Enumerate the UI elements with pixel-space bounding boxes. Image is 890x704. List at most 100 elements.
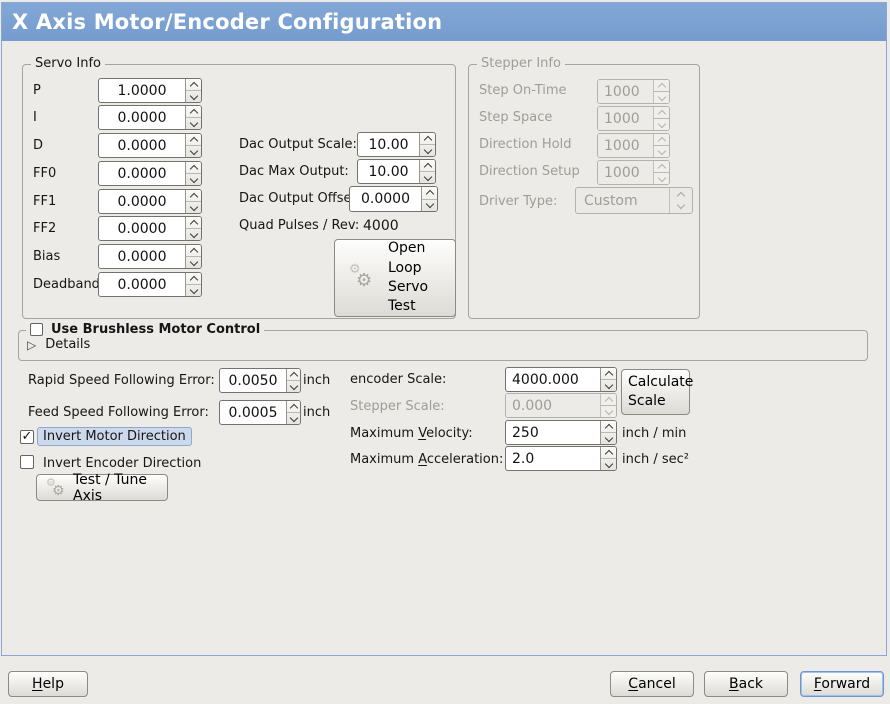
servo-ff0-spinner[interactable] [185,162,201,185]
invert-motor-label[interactable]: Invert Motor Direction [37,427,192,446]
max-velocity-spinner[interactable] [600,421,616,444]
invert-encoder-checkbox[interactable] [20,455,34,469]
max-velocity-value[interactable]: 250 [512,424,539,441]
back-button[interactable]: Back [704,671,788,697]
dac-output-offset-input[interactable]: 0.0000 [349,186,438,212]
feed-following-error-value[interactable]: 0.0005 [228,404,278,421]
encoder-scale-value[interactable]: 4000.000 [512,371,579,388]
spin-up-button[interactable] [186,79,201,90]
servo-p-value[interactable]: 1.0000 [117,82,167,99]
dac-output-scale-value[interactable]: 10.00 [368,136,409,153]
servo-ff1-value[interactable]: 0.0000 [117,193,167,210]
use-brushless-checkbox[interactable] [30,323,43,336]
servo-deadband-value[interactable]: 0.0000 [117,276,167,293]
rapid-following-error-value[interactable]: 0.0050 [228,372,278,389]
servo-i-input[interactable]: 0.0000 [98,105,202,130]
spin-up-button[interactable] [186,190,201,201]
test-tune-axis-button[interactable]: ⚙⚙ Test / Tune Axis [36,472,168,504]
servo-d-value[interactable]: 0.0000 [117,137,167,154]
max-acceleration-spinner[interactable] [600,447,616,470]
rapid-following-error-spinner[interactable] [286,369,300,392]
max-acceleration-input[interactable]: 2.0 [505,446,617,471]
max-velocity-input[interactable]: 250 [505,420,617,445]
encoder-scale-input[interactable]: 4000.000 [505,367,617,392]
spin-down-button[interactable] [287,412,300,424]
servo-d-input[interactable]: 0.0000 [98,133,202,158]
servo-p-input[interactable]: 1.0000 [98,78,202,103]
spin-down-button[interactable] [422,198,437,212]
spin-up-button[interactable] [601,368,616,379]
calculate-scale-button[interactable]: Calculate Scale [621,369,693,415]
spin-down-button[interactable] [186,256,201,268]
dac-max-output-value[interactable]: 10.00 [368,163,409,180]
spin-up-button[interactable] [287,369,300,380]
feed-following-error-spinner[interactable] [286,401,300,424]
open-loop-servo-test-button[interactable]: ⚙⚙ Open Loop Servo Test [334,239,456,317]
servo-bias-input[interactable]: 0.0000 [98,244,202,269]
servo-deadband-spinner[interactable] [185,273,201,296]
spin-down-button[interactable] [601,458,616,470]
encoder-scale-spinner[interactable] [600,368,616,391]
spin-down-button[interactable] [186,117,201,129]
spin-down-button[interactable] [186,284,201,296]
spin-up-button[interactable] [601,421,616,432]
spin-down-button[interactable] [287,380,300,392]
invert-encoder-label[interactable]: Invert Encoder Direction [43,456,202,471]
spin-up-button[interactable] [186,162,201,173]
direction-hold-label: Direction Hold [479,137,572,152]
quad-pulses-label: Quad Pulses / Rev: [239,218,360,233]
servo-p-spinner[interactable] [185,79,201,102]
spin-down-button[interactable] [420,144,435,156]
spin-down-button[interactable] [420,171,435,183]
feed-following-error-unit: inch [303,405,331,420]
spin-up-button[interactable] [186,245,201,256]
expander-arrow-icon[interactable]: ▷ [27,337,37,352]
servo-d-spinner[interactable] [185,134,201,157]
spin-up-button[interactable] [186,273,201,284]
servo-ff1-spinner[interactable] [185,190,201,213]
servo-ff1-input[interactable]: 0.0000 [98,189,202,214]
dac-output-scale-spinner[interactable] [419,133,435,156]
spin-up-button[interactable] [420,133,435,144]
spin-down-button[interactable] [186,228,201,240]
spin-up-button[interactable] [186,106,201,117]
spin-down-button[interactable] [186,90,201,102]
servo-ff0-value[interactable]: 0.0000 [117,165,167,182]
help-button[interactable]: Help [8,671,88,697]
spin-down-button[interactable] [186,145,201,157]
spin-up-button[interactable] [422,187,437,199]
max-acceleration-value[interactable]: 2.0 [512,450,535,467]
spin-up-button[interactable] [287,401,300,412]
servo-ff0-input[interactable]: 0.0000 [98,161,202,186]
servo-ff2-input[interactable]: 0.0000 [98,216,202,241]
dac-output-offset-spinner[interactable] [421,187,437,211]
spin-up-button[interactable] [420,160,435,171]
servo-i-value[interactable]: 0.0000 [117,109,167,126]
dac-output-scale-input[interactable]: 10.00 [357,132,436,157]
servo-i-spinner[interactable] [185,106,201,129]
spin-down-button[interactable] [186,201,201,213]
servo-bias-spinner[interactable] [185,245,201,268]
spin-down-button[interactable] [601,432,616,444]
servo-bias-value[interactable]: 0.0000 [117,248,167,265]
servo-ff2-value[interactable]: 0.0000 [117,220,167,237]
spin-up-button[interactable] [186,134,201,145]
spin-up-button[interactable] [186,217,201,228]
details-expander[interactable]: ▷ Details [27,337,90,352]
dac-max-output-spinner[interactable] [419,160,435,183]
feed-following-error-label: Feed Speed Following Error: [28,405,209,420]
servo-ff2-spinner[interactable] [185,217,201,240]
cancel-button[interactable]: Cancel [610,671,694,697]
rapid-following-error-input[interactable]: 0.0050 [219,368,301,393]
spin-up-button[interactable] [601,447,616,458]
servo-deadband-input[interactable]: 0.0000 [98,272,202,297]
max-velocity-label: Maximum Velocity: [350,426,473,441]
spin-up-button [654,161,669,172]
dac-output-offset-value[interactable]: 0.0000 [361,191,410,207]
spin-down-button[interactable] [601,379,616,391]
invert-motor-checkbox[interactable]: ✓ [20,430,34,444]
dac-max-output-input[interactable]: 10.00 [357,159,436,184]
feed-following-error-input[interactable]: 0.0005 [219,400,301,425]
spin-down-button[interactable] [186,173,201,185]
forward-button[interactable]: Forward [800,671,884,697]
